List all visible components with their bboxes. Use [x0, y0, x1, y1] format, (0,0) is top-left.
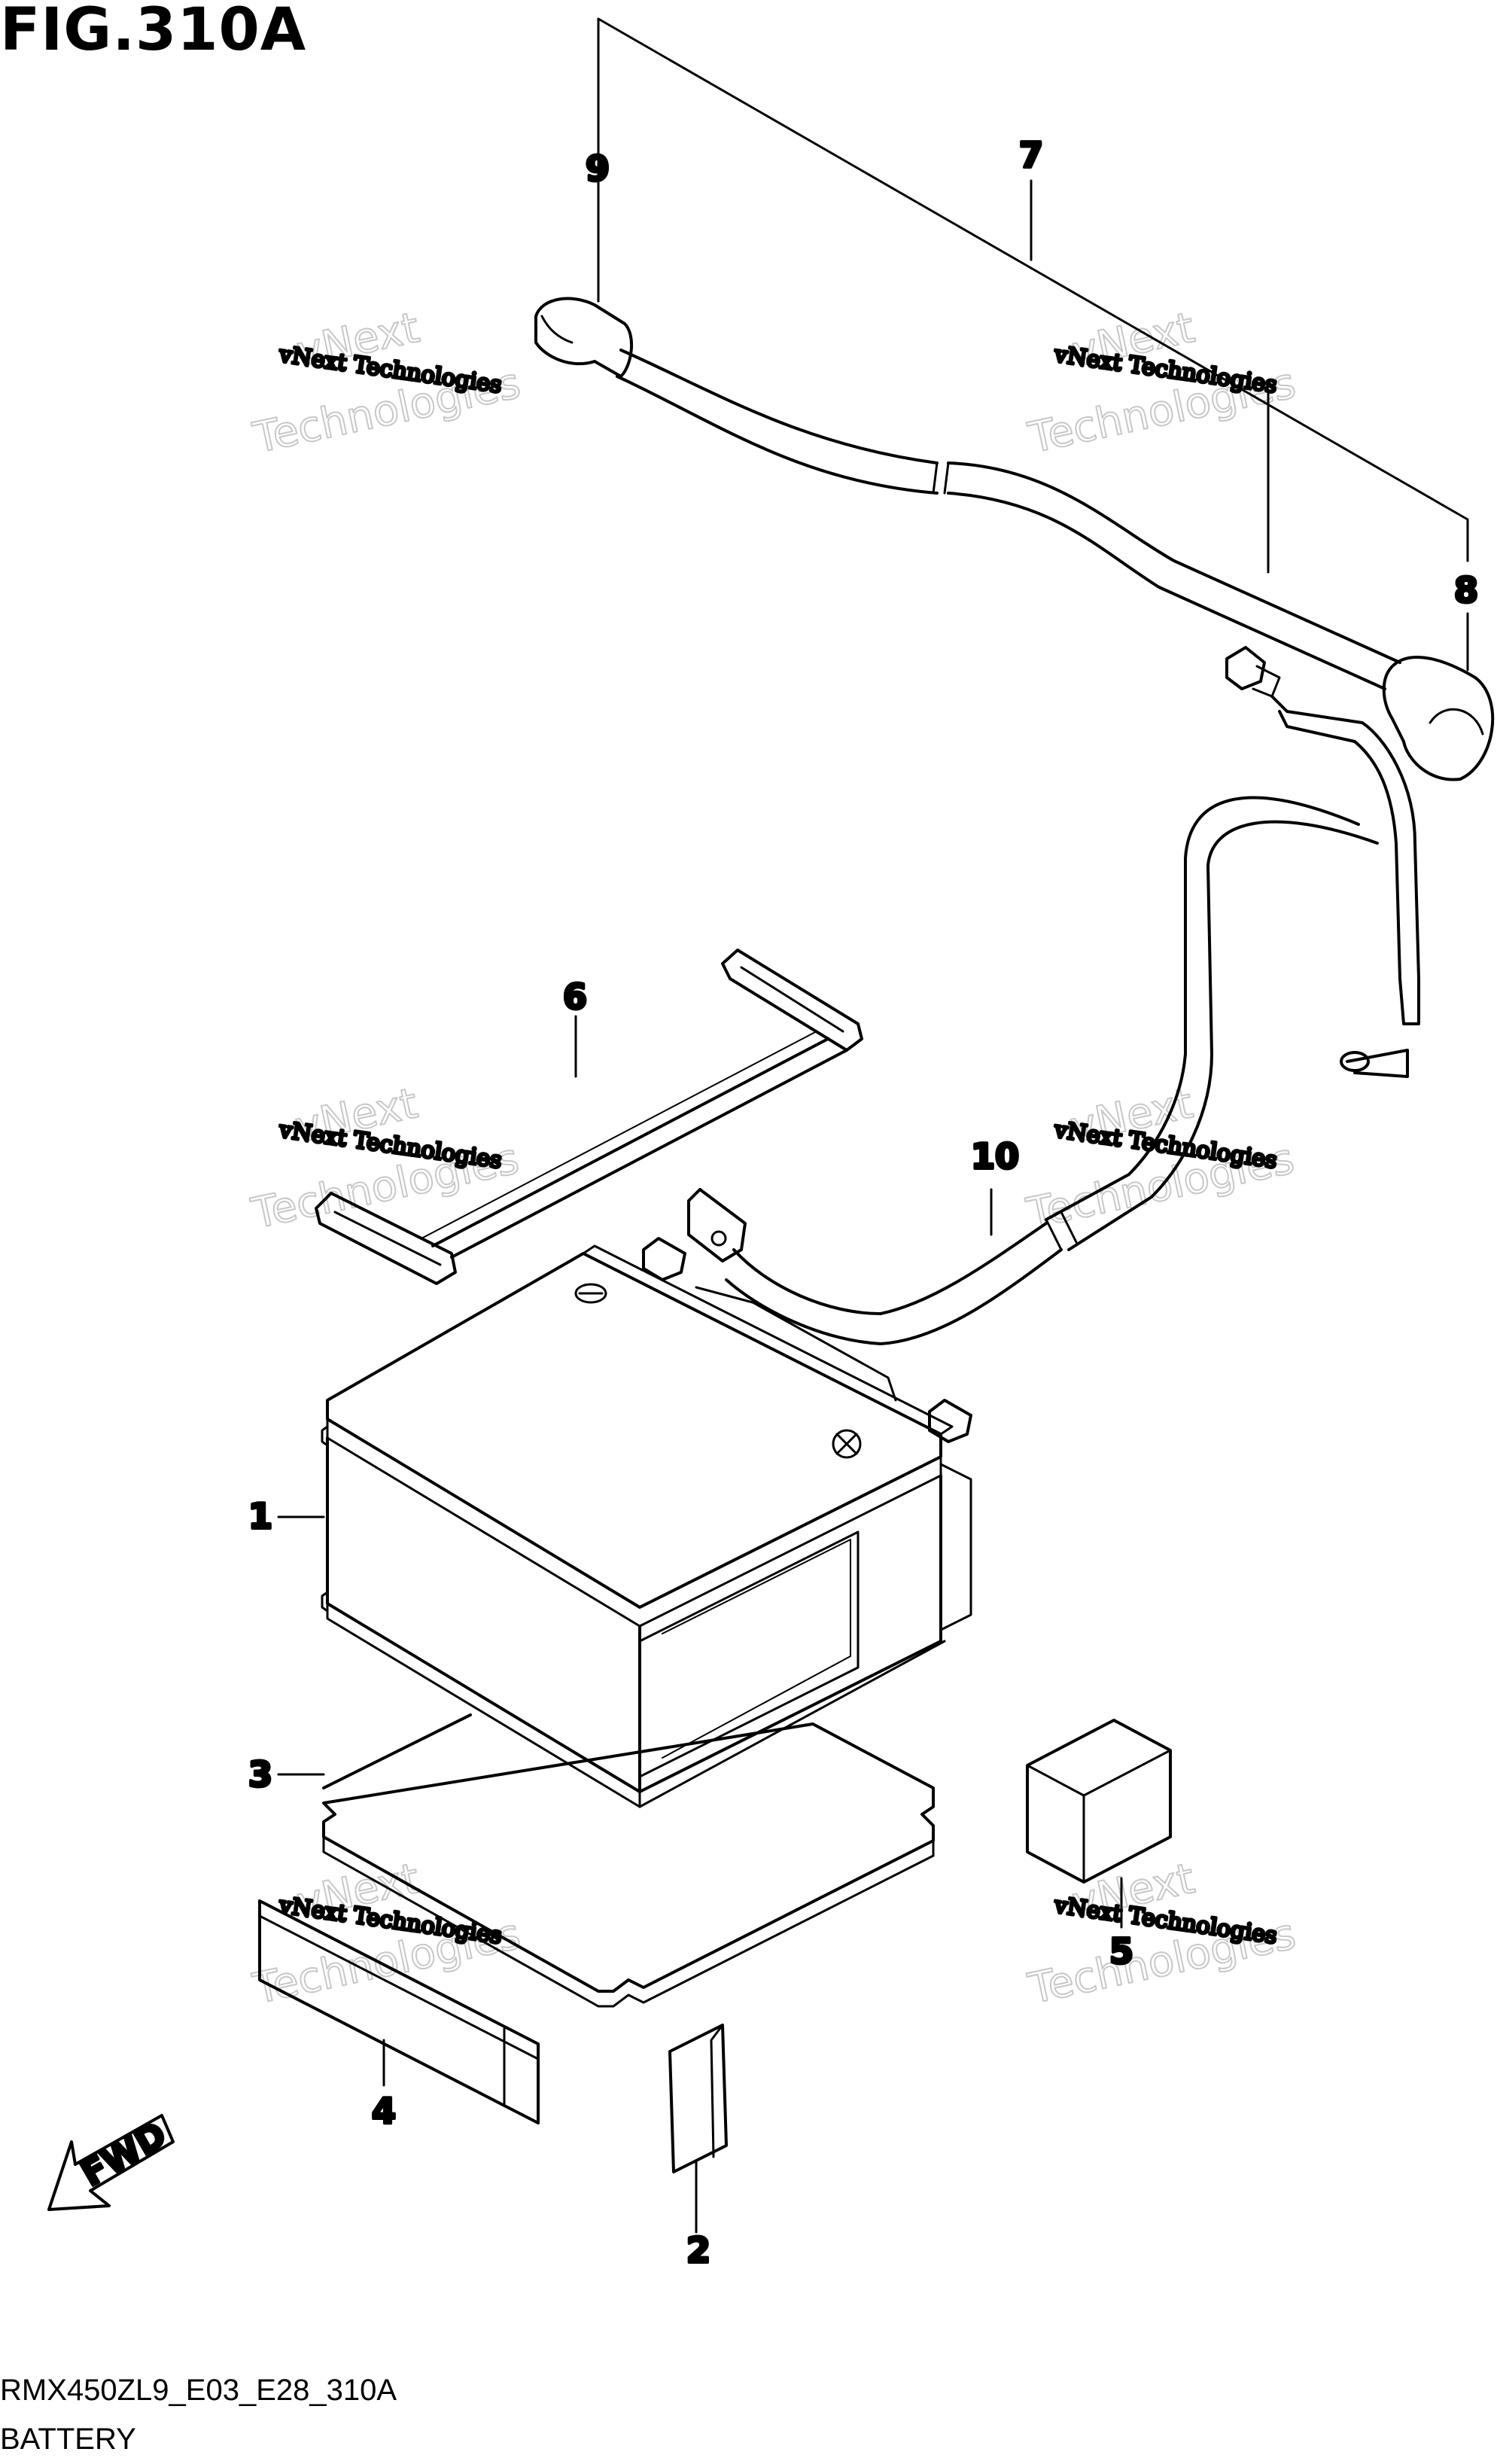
callout-8: 8	[1454, 570, 1478, 611]
assembly-name: BATTERY	[0, 2423, 136, 2456]
callout-7: 7	[1019, 135, 1043, 175]
part-9-cap-left	[534, 297, 634, 378]
callout-6: 6	[563, 976, 587, 1017]
model-code: RMX450ZL9_E03_E28_310A	[0, 2374, 397, 2407]
figure-title: FIG.310A	[0, 0, 307, 64]
part-7-cable	[534, 17, 1495, 781]
callout-3: 3	[248, 1754, 272, 1795]
fwd-label: FWD	[75, 2114, 173, 2194]
callout-10: 10	[971, 1136, 1019, 1177]
part-3-tray-mat	[322, 1713, 935, 2008]
callout-1: 1	[248, 1496, 272, 1537]
callout-2: 2	[686, 2230, 710, 2271]
part-8-cap-right	[1382, 656, 1495, 781]
fwd-arrow: FWD	[47, 2112, 175, 2211]
callout-numbers: 9 7 8 6 10 1 3 4 2 5	[247, 133, 1480, 2272]
leader-lines	[277, 183, 1469, 2234]
part-4-pad	[258, 1899, 540, 2124]
part-1-battery	[321, 1237, 972, 1808]
callout-4: 4	[372, 2091, 396, 2131]
part-2-small-pad	[668, 2024, 728, 2173]
callout-9: 9	[586, 148, 610, 189]
part-6-battery-strap	[315, 949, 863, 1285]
part-10-sensor-lead	[687, 646, 1420, 1345]
callout-5: 5	[1109, 1931, 1133, 1972]
part-5-cover-cube	[1026, 1719, 1172, 1884]
